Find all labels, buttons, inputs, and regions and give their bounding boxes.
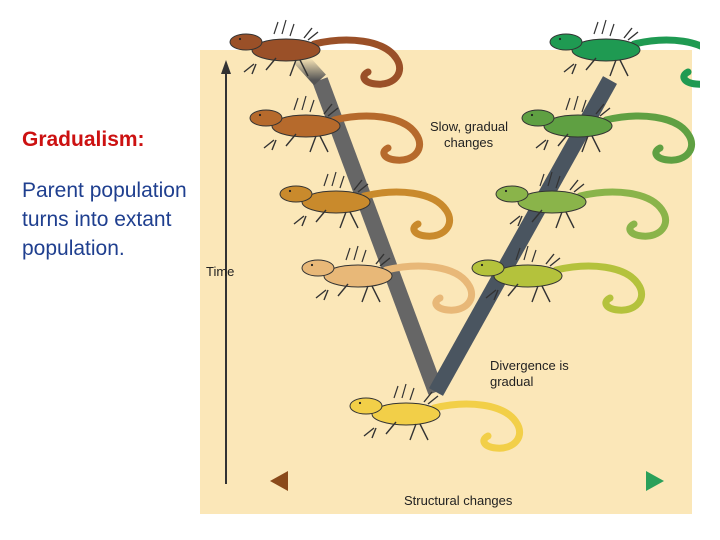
structural-arrow-left-head xyxy=(270,471,288,491)
divergence-label-line1: Divergence is xyxy=(490,358,569,373)
time-label: Time xyxy=(206,264,234,279)
figure-svg: Time Slow, gradual changes Divergence is… xyxy=(200,0,700,514)
slide-body-text: Parent population turns into extant popu… xyxy=(22,179,187,260)
left-branch-fade xyxy=(294,52,326,86)
structural-arrow-right-head xyxy=(646,471,664,491)
structural-changes-label: Structural changes xyxy=(404,493,513,508)
divergence-label-line2: gradual xyxy=(490,374,533,389)
time-axis-arrowhead xyxy=(221,60,231,74)
left-branch-path xyxy=(312,77,444,395)
slide-title: Gradualism: xyxy=(22,128,145,151)
slow-changes-label-line1: Slow, gradual xyxy=(430,119,508,134)
slow-changes-label-line2: changes xyxy=(444,135,494,150)
gradualism-figure: Time Slow, gradual changes Divergence is… xyxy=(200,0,700,520)
